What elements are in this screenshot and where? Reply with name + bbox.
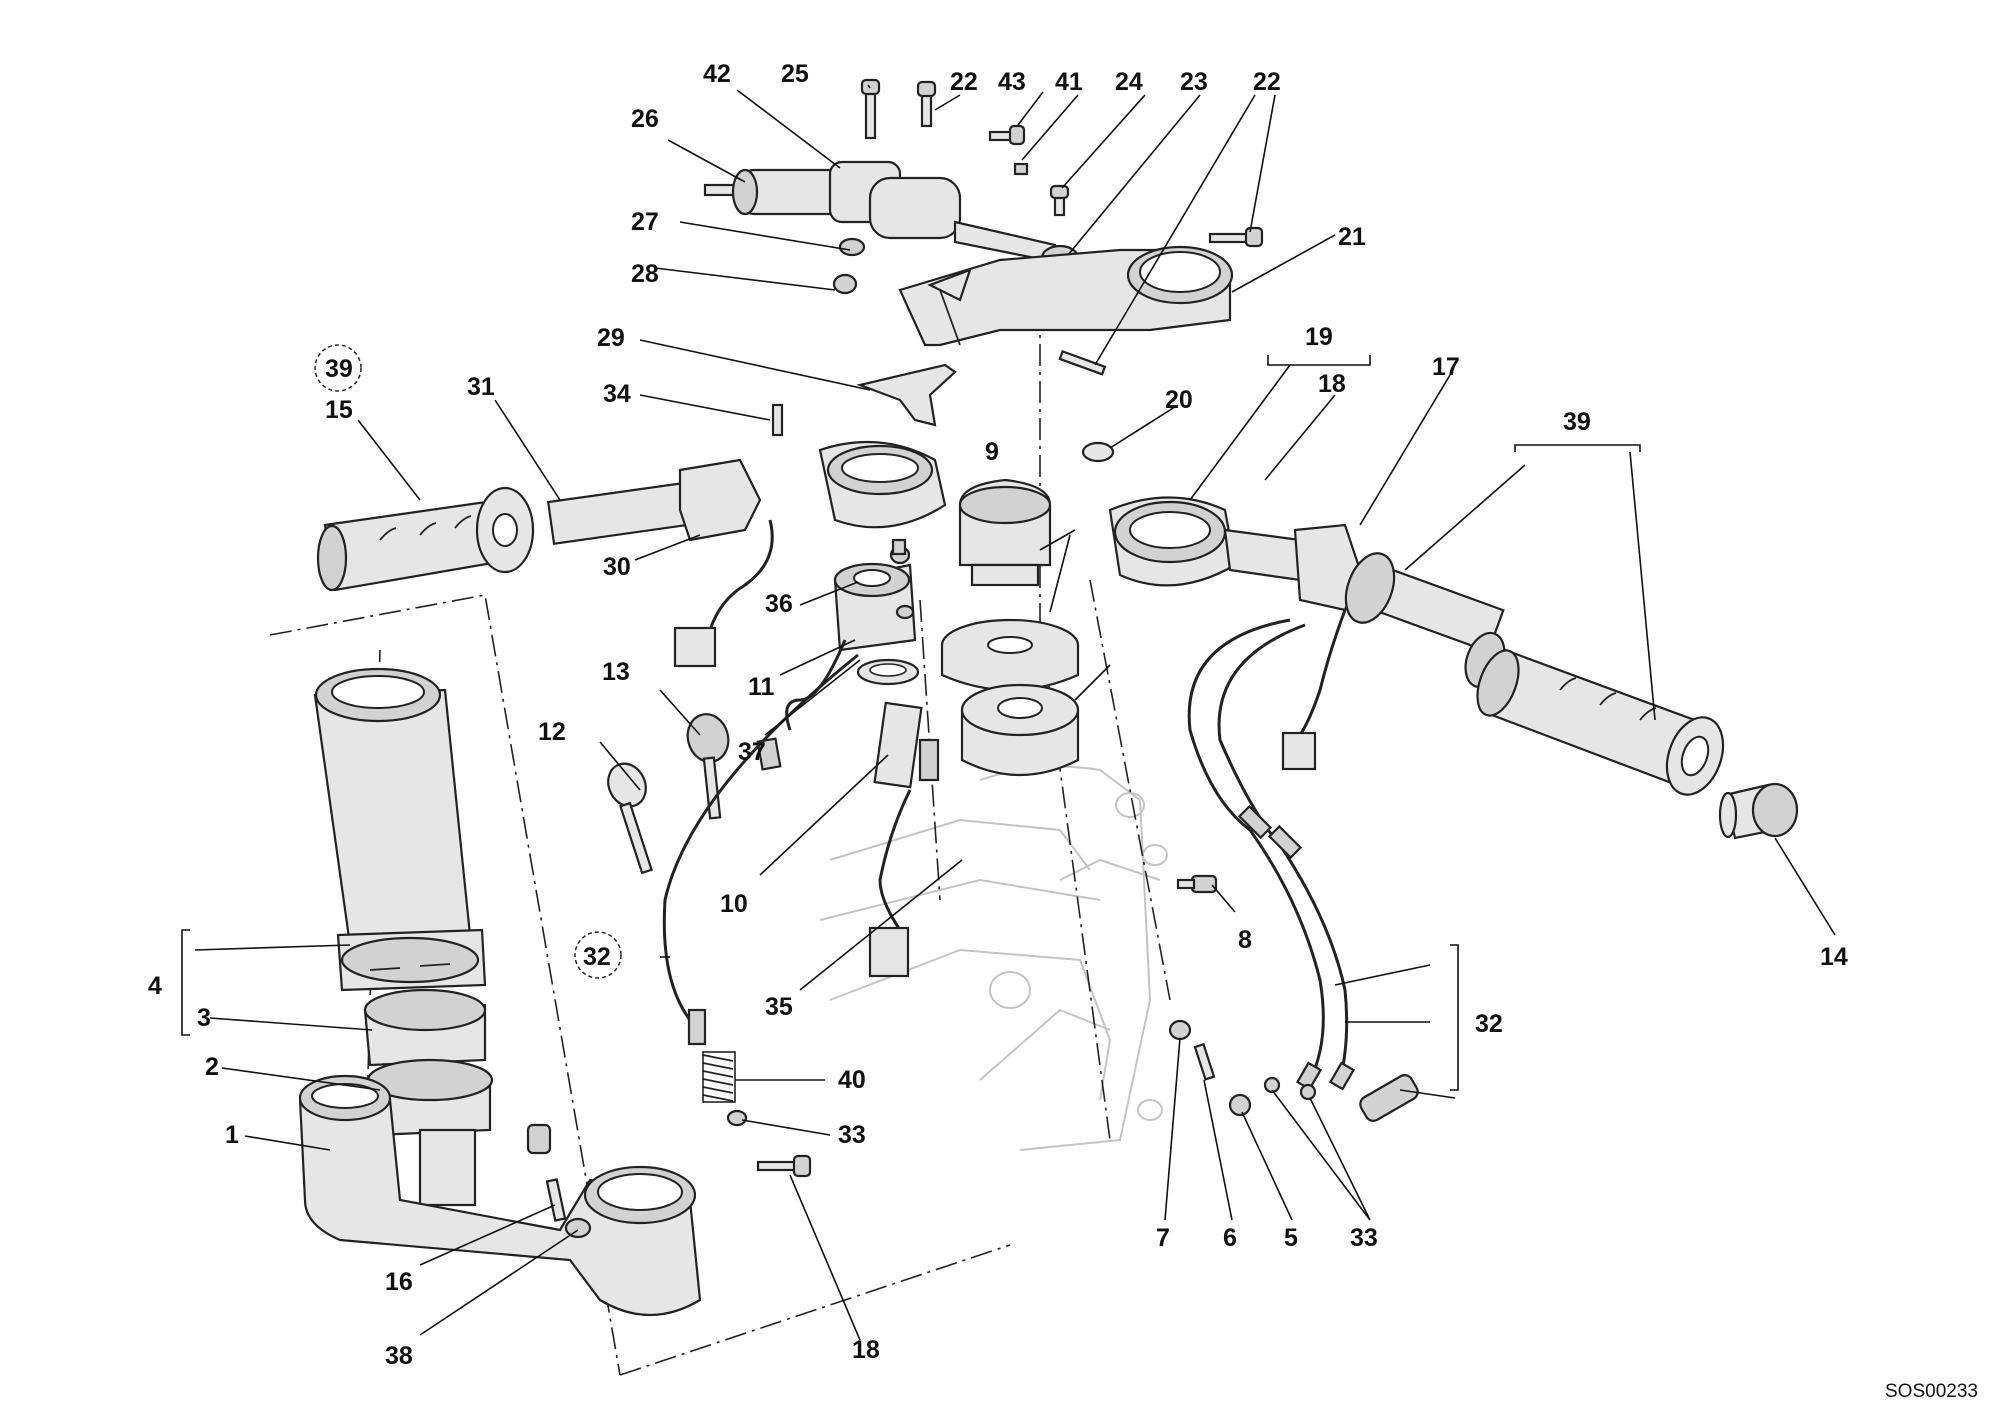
ignition-connector bbox=[868, 926, 910, 978]
callout-23: 23 bbox=[1180, 68, 1208, 96]
callout-9: 9 bbox=[985, 438, 999, 466]
callout-31: 31 bbox=[467, 373, 495, 401]
callout-20: 20 bbox=[1165, 386, 1193, 414]
steering-damper bbox=[703, 160, 1080, 272]
pin bbox=[771, 403, 784, 437]
callout-18-upper: 18 bbox=[1318, 370, 1346, 398]
screw-18-lower bbox=[756, 1160, 798, 1172]
callout-11: 11 bbox=[748, 673, 775, 701]
callout-8: 8 bbox=[1238, 926, 1252, 954]
cable-clamp bbox=[1359, 1074, 1419, 1122]
callout-14: 14 bbox=[1820, 943, 1848, 971]
bottom-yoke bbox=[298, 1074, 702, 1316]
washer-20 bbox=[1081, 441, 1115, 463]
callout-2-lower: 2 bbox=[205, 1053, 219, 1081]
circle-32 bbox=[574, 931, 622, 979]
left-switch-wire bbox=[708, 519, 774, 631]
callout-33-left: 33 bbox=[838, 1121, 866, 1149]
callout-34: 34 bbox=[603, 380, 631, 408]
callout-labels: 1 2 3 4 5 6 7 8 9 10 11 12 13 14 15 16 1… bbox=[148, 60, 1848, 1370]
callout-1: 1 bbox=[225, 1121, 239, 1149]
callout-22-left: 22 bbox=[950, 68, 978, 96]
callout-29: 29 bbox=[597, 324, 625, 352]
left-connector bbox=[673, 626, 717, 668]
callout-28: 28 bbox=[631, 260, 659, 288]
callout-37: 37 bbox=[738, 738, 766, 766]
diagram-code: SOS00233 bbox=[1885, 1381, 1978, 1402]
left-handlebar bbox=[316, 440, 947, 592]
top-yoke bbox=[898, 245, 1234, 347]
callout-35: 35 bbox=[765, 993, 793, 1021]
right-switch-wire bbox=[1298, 609, 1347, 736]
ignition-wire bbox=[878, 789, 912, 931]
callout-32-right: 32 bbox=[1475, 1010, 1503, 1038]
left-cable bbox=[662, 653, 859, 1021]
callout-36: 36 bbox=[765, 590, 793, 618]
throttle-cables bbox=[1187, 618, 1356, 1091]
callout-33-right: 33 bbox=[1350, 1224, 1378, 1252]
mounting-plate bbox=[856, 363, 957, 427]
right-handlebar bbox=[1108, 496, 1725, 796]
washer-33-left bbox=[726, 1109, 748, 1127]
cable-end bbox=[687, 1008, 707, 1046]
spring-40 bbox=[702, 1051, 736, 1103]
yoke-bolts bbox=[832, 78, 1264, 376]
bushing-2-upper bbox=[940, 618, 1080, 692]
right-bolts bbox=[1168, 874, 1317, 1117]
steering-stem bbox=[313, 667, 494, 1207]
callout-6: 6 bbox=[1223, 1224, 1237, 1252]
bushing-3-upper bbox=[960, 683, 1080, 777]
callout-40: 40 bbox=[838, 1066, 866, 1094]
callout-5: 5 bbox=[1284, 1224, 1298, 1252]
callout-25: 25 bbox=[781, 60, 809, 88]
callout-24: 24 bbox=[1115, 68, 1143, 96]
callout-21: 21 bbox=[1338, 223, 1366, 251]
callout-32-left: 32 bbox=[583, 943, 611, 971]
ignition-wire-2 bbox=[785, 639, 847, 731]
circle-39 bbox=[314, 344, 362, 392]
callout-27: 27 bbox=[631, 208, 659, 236]
callout-10: 10 bbox=[720, 890, 748, 918]
callout-30: 30 bbox=[603, 553, 631, 581]
callout-39-left: 39 bbox=[325, 355, 353, 383]
callout-41: 41 bbox=[1055, 68, 1083, 96]
callout-4: 4 bbox=[148, 972, 162, 1000]
callout-16: 16 bbox=[385, 1268, 413, 1296]
ignition-switch bbox=[756, 538, 940, 789]
screw-18-head bbox=[792, 1154, 812, 1178]
callout-19: 19 bbox=[1305, 323, 1333, 351]
callout-26: 26 bbox=[631, 105, 659, 133]
callout-43: 43 bbox=[998, 68, 1026, 96]
callout-3-lower: 3 bbox=[197, 1004, 211, 1032]
callout-18-lower: 18 bbox=[852, 1336, 880, 1364]
callout-17: 17 bbox=[1432, 353, 1460, 381]
key-13 bbox=[686, 713, 730, 820]
callout-12: 12 bbox=[538, 718, 566, 746]
right-connector bbox=[1281, 731, 1317, 771]
callout-38: 38 bbox=[385, 1342, 413, 1370]
callout-42: 42 bbox=[703, 60, 731, 88]
callout-39-right: 39 bbox=[1563, 408, 1591, 436]
bar-end-14 bbox=[1718, 782, 1799, 840]
callout-22-right: 22 bbox=[1253, 68, 1281, 96]
callout-7: 7 bbox=[1156, 1224, 1170, 1252]
callout-13: 13 bbox=[602, 658, 630, 686]
leader-lines bbox=[181, 84, 1836, 1341]
cap-9 bbox=[958, 478, 1052, 587]
key-12 bbox=[607, 762, 653, 875]
callout-15: 15 bbox=[325, 396, 353, 424]
